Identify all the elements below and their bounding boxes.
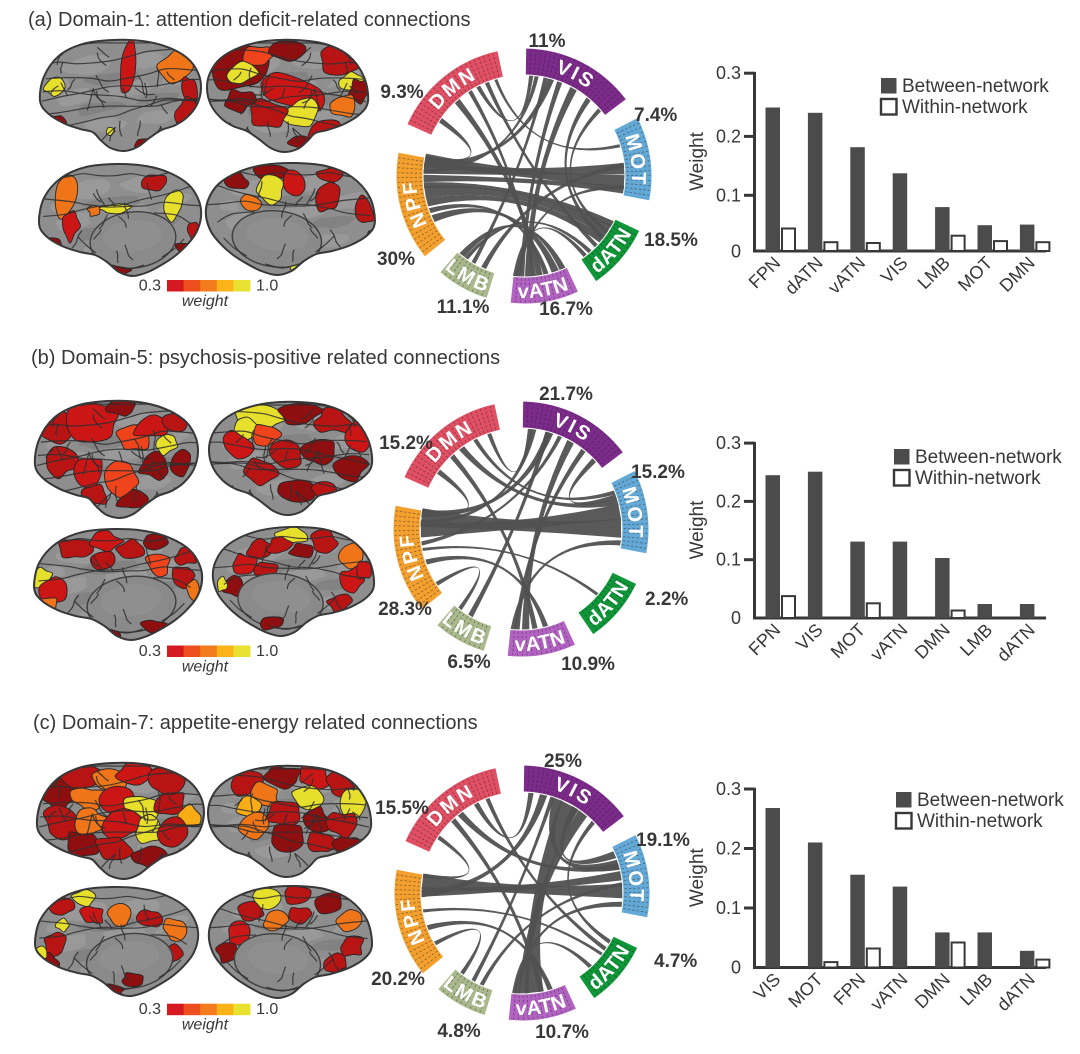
svg-text:0.1: 0.1 [716,185,741,205]
svg-text:LMB: LMB [914,253,954,293]
svg-text:vATN: vATN [867,969,912,1014]
svg-text:DMN: DMN [996,253,1039,296]
svg-text:1.0: 1.0 [256,1001,278,1018]
svg-text:7.4%: 7.4% [634,105,677,126]
svg-text:dATN: dATN [993,969,1039,1015]
svg-text:dATN: dATN [781,253,827,299]
svg-text:Between-network: Between-network [902,76,1049,97]
svg-text:Weight: Weight [687,500,708,560]
svg-text:0.3: 0.3 [139,643,161,660]
svg-text:30%: 30% [377,249,415,270]
svg-text:Within-network: Within-network [917,811,1043,832]
svg-text:weight: weight [182,659,229,676]
svg-text:0.2: 0.2 [716,126,741,146]
svg-text:Weight: Weight [687,131,708,191]
svg-text:4.7%: 4.7% [654,951,697,972]
svg-text:1.0: 1.0 [256,278,278,295]
svg-text:Weight: Weight [687,848,708,908]
svg-text:0: 0 [731,241,741,261]
svg-text:0.3: 0.3 [716,779,741,799]
svg-text:0.1: 0.1 [716,550,741,570]
svg-text:(a) Domain-1: attention defici: (a) Domain-1: attention deficit-related … [28,9,470,31]
svg-text:15.2%: 15.2% [379,433,433,454]
svg-text:20.2%: 20.2% [371,969,425,990]
svg-text:Between-network: Between-network [917,790,1064,811]
svg-text:(b) Domain-5: psychosis-positi: (b) Domain-5: psychosis-positive related… [31,347,500,369]
svg-text:15.5%: 15.5% [375,798,429,819]
svg-text:0.2: 0.2 [716,491,741,511]
svg-text:19.1%: 19.1% [636,830,690,851]
svg-text:VIS: VIS [750,969,785,1004]
svg-text:10.9%: 10.9% [561,654,615,675]
svg-text:FPN: FPN [830,969,870,1009]
svg-text:21.7%: 21.7% [539,384,593,405]
svg-text:10.7%: 10.7% [535,1022,589,1043]
svg-text:weight: weight [182,1017,229,1034]
svg-text:NPF: NPF [396,532,429,584]
svg-text:2.2%: 2.2% [645,589,688,610]
svg-text:9.3%: 9.3% [380,82,423,103]
svg-text:MOT: MOT [784,969,826,1011]
svg-text:dATN: dATN [993,620,1039,666]
svg-text:NPF: NPF [397,896,430,948]
svg-text:16.7%: 16.7% [539,299,593,320]
svg-text:11%: 11% [529,31,566,52]
svg-text:vATN: vATN [867,620,912,665]
svg-text:MOT: MOT [827,620,869,662]
svg-text:0.2: 0.2 [716,839,741,859]
svg-text:LMB: LMB [956,620,996,660]
svg-text:Between-network: Between-network [915,447,1062,468]
svg-text:15.2%: 15.2% [631,462,685,483]
svg-text:(c) Domain-7: appetite-energy: (c) Domain-7: appetite-energy related co… [33,712,478,734]
svg-text:VIS: VIS [792,620,827,655]
svg-text:LMB: LMB [956,969,996,1009]
svg-text:0.3: 0.3 [139,1001,161,1018]
svg-text:Within-network: Within-network [915,468,1041,489]
svg-text:DMN: DMN [911,620,954,663]
svg-text:0: 0 [731,958,741,978]
svg-text:DMN: DMN [911,969,954,1012]
svg-text:1.0: 1.0 [256,643,278,660]
svg-text:18.5%: 18.5% [644,230,698,251]
svg-text:28.3%: 28.3% [378,599,432,620]
svg-text:MOT: MOT [954,253,996,295]
svg-text:0.3: 0.3 [716,63,741,83]
svg-text:6.5%: 6.5% [447,652,490,673]
svg-text:Within-network: Within-network [902,97,1028,118]
svg-text:0.3: 0.3 [139,278,161,295]
svg-text:0: 0 [731,608,741,628]
svg-text:4.8%: 4.8% [437,1021,480,1042]
svg-text:0.1: 0.1 [716,898,741,918]
svg-text:weight: weight [182,293,229,310]
svg-text:0.3: 0.3 [716,433,741,453]
svg-text:FPN: FPN [745,253,785,293]
svg-text:FPN: FPN [745,620,785,660]
svg-text:25%: 25% [544,751,582,772]
svg-text:VIS: VIS [877,253,912,288]
svg-text:11.1%: 11.1% [437,297,490,318]
svg-text:vATN: vATN [824,253,869,298]
